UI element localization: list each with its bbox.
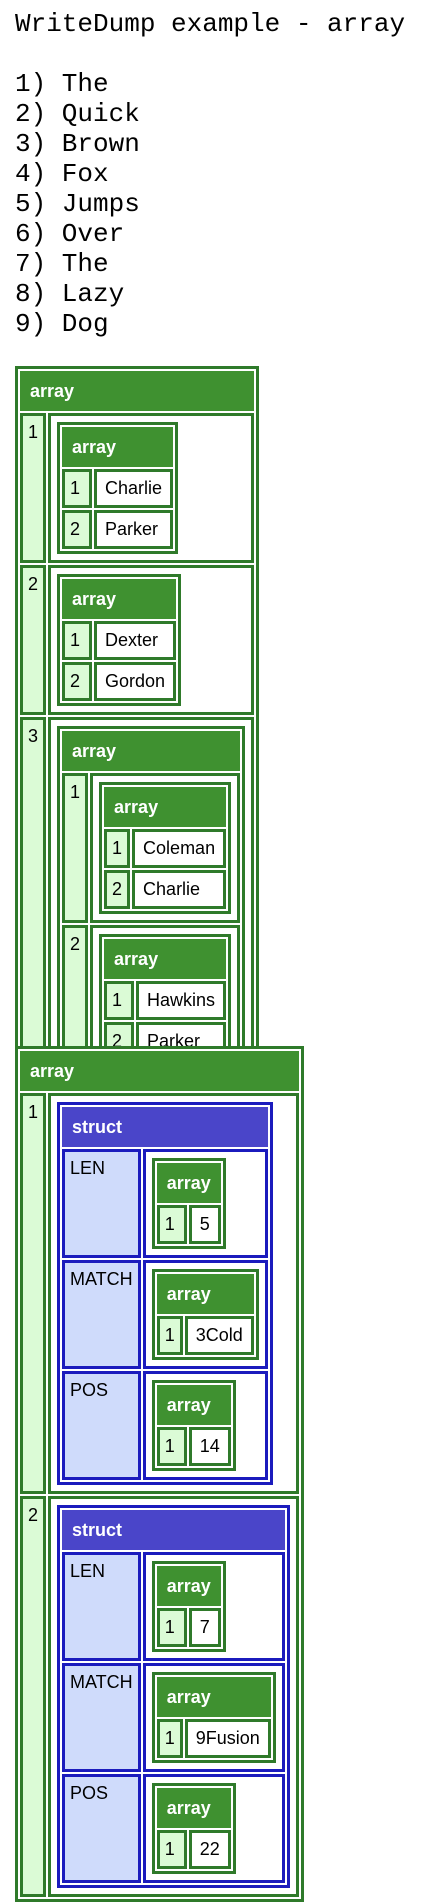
array-value: Charlie	[94, 469, 174, 508]
struct-key[interactable]: POS	[62, 1774, 141, 1883]
array-header[interactable]: array	[156, 1566, 221, 1606]
struct-key[interactable]: LEN	[62, 1552, 141, 1661]
array-header[interactable]: array	[156, 1385, 231, 1425]
array-header[interactable]: array	[104, 787, 227, 827]
array-key[interactable]: 1	[20, 1093, 47, 1494]
list-item: 6) Over	[15, 219, 125, 249]
list-item: 7) The	[15, 249, 109, 279]
array-header[interactable]: array	[62, 579, 177, 619]
array-key[interactable]: 2	[20, 1496, 47, 1897]
array-key[interactable]: 2	[62, 662, 93, 701]
struct-key[interactable]: MATCH	[62, 1663, 141, 1772]
list-item: 9) Dog	[15, 309, 109, 339]
array-value: 7	[188, 1608, 221, 1647]
struct-key[interactable]: POS	[62, 1371, 141, 1480]
array-header[interactable]: array	[156, 1788, 231, 1828]
array-key[interactable]: 2	[104, 870, 131, 909]
array-header[interactable]: array	[62, 427, 174, 467]
array-header[interactable]: array	[156, 1163, 221, 1203]
array-value: 3Cold	[184, 1316, 254, 1355]
array-key[interactable]: 1	[20, 413, 47, 563]
array-value: Dexter	[94, 621, 177, 660]
array-key[interactable]: 1	[156, 1719, 183, 1758]
array-key[interactable]: 1	[156, 1205, 187, 1244]
array-header[interactable]: array	[156, 1274, 254, 1314]
struct-key[interactable]: LEN	[62, 1149, 141, 1258]
array-key[interactable]: 1	[62, 621, 93, 660]
list-item: 2) Quick	[15, 99, 140, 129]
array-key[interactable]: 2	[62, 510, 93, 549]
array-key[interactable]: 3	[20, 717, 47, 1089]
page-heading: WriteDump example - array	[15, 9, 406, 39]
list-item: 1) The	[15, 69, 109, 99]
list-item: 5) Jumps	[15, 189, 140, 219]
array-value: Gordon	[94, 662, 177, 701]
array-header[interactable]: array	[156, 1677, 271, 1717]
array-value: Hawkins	[136, 981, 227, 1020]
array-value: Parker	[94, 510, 174, 549]
struct-header[interactable]: struct	[62, 1510, 285, 1550]
array-key[interactable]: 1	[104, 829, 131, 868]
list-item: 8) Lazy	[15, 279, 125, 309]
array-key[interactable]: 1	[156, 1608, 187, 1647]
struct-header[interactable]: struct	[62, 1107, 268, 1147]
array-key[interactable]: 1	[156, 1427, 187, 1466]
array-header[interactable]: array	[20, 371, 255, 411]
list-item: 3) Brown	[15, 129, 140, 159]
array-value: 14	[188, 1427, 231, 1466]
word-list: 1) The 2) Quick 3) Brown 4) Fox 5) Jumps…	[15, 69, 140, 339]
array-key[interactable]: 1	[62, 469, 93, 508]
array-value: 9Fusion	[184, 1719, 271, 1758]
array-value: 22	[188, 1830, 231, 1869]
array-key[interactable]: 1	[104, 981, 135, 1020]
array-header[interactable]: array	[104, 939, 227, 979]
array-value: Coleman	[132, 829, 227, 868]
array-value: Charlie	[132, 870, 227, 909]
array-header[interactable]: array	[20, 1051, 299, 1091]
array-key[interactable]: 1	[62, 773, 89, 923]
array-key[interactable]: 1	[156, 1316, 183, 1355]
array-key[interactable]: 1	[156, 1830, 187, 1869]
struct-key[interactable]: MATCH	[62, 1260, 141, 1369]
array-key[interactable]: 2	[20, 565, 47, 715]
list-item: 4) Fox	[15, 159, 109, 189]
array-header[interactable]: array	[62, 731, 241, 771]
array-value: 5	[188, 1205, 221, 1244]
